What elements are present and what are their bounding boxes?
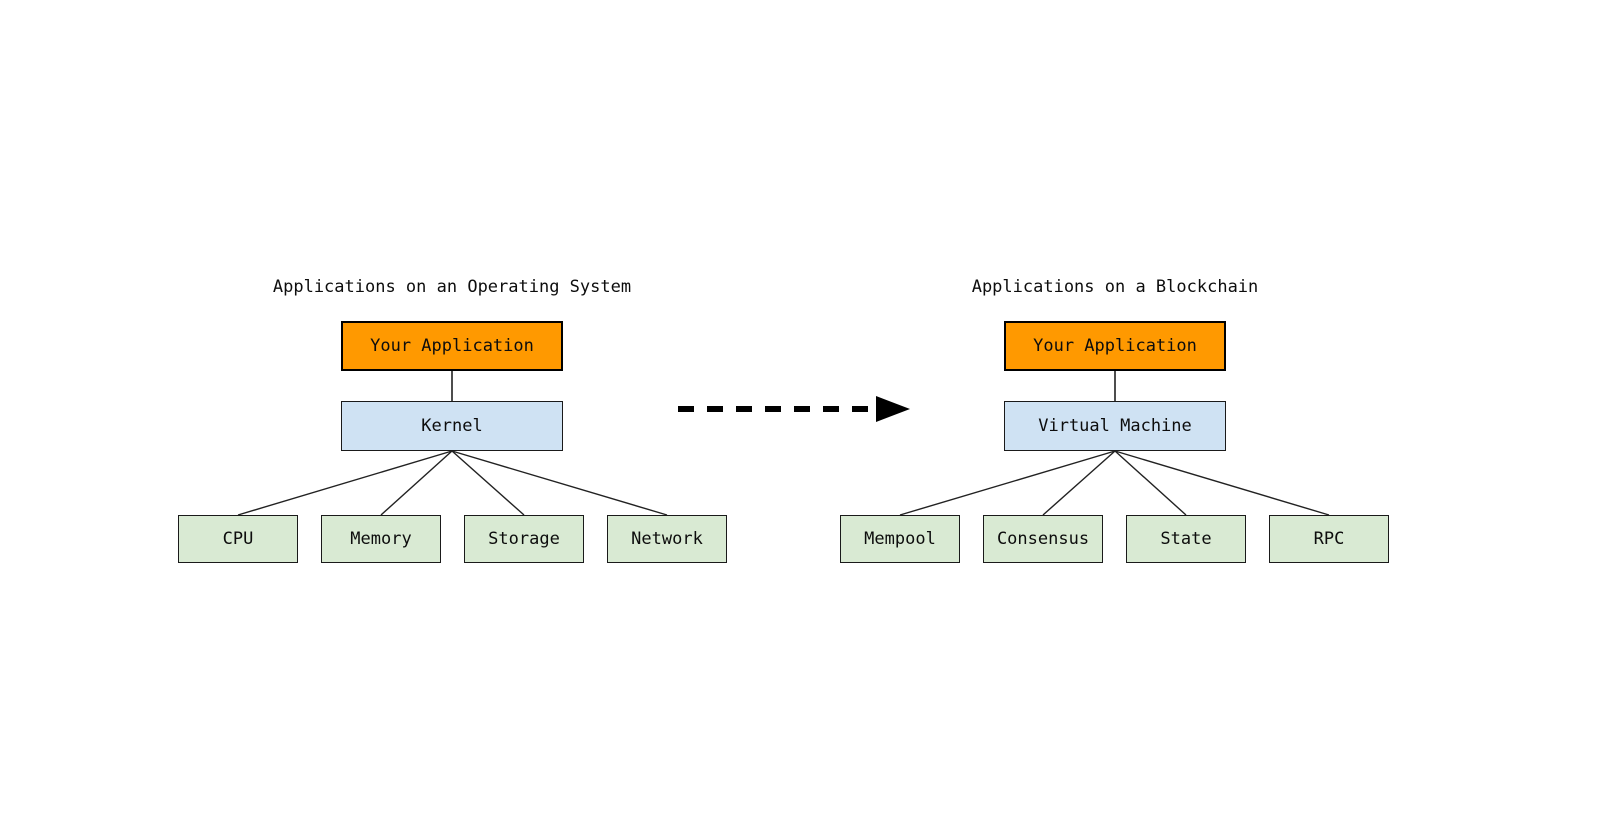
os-diagram-title: Applications on an Operating System: [272, 277, 632, 297]
kernel-box: Kernel: [341, 401, 563, 451]
right-fan-line-mempool: [899, 450, 1116, 516]
virtual-machine-box: Virtual Machine: [1004, 401, 1226, 451]
os-your-application-box: Your Application: [341, 321, 563, 371]
dashed-right-arrow-icon: [678, 396, 910, 422]
component-box-storage: Storage: [464, 515, 584, 563]
right-fan-line-consensus: [1042, 450, 1116, 516]
component-box-consensus: Consensus: [983, 515, 1103, 563]
left-fan-line-network: [451, 450, 668, 516]
blockchain-diagram-title: Applications on a Blockchain: [971, 277, 1259, 297]
left-fan-line-cpu: [237, 450, 453, 516]
component-box-rpc: RPC: [1269, 515, 1389, 563]
component-box-cpu: CPU: [178, 515, 298, 563]
component-box-network: Network: [607, 515, 727, 563]
right-fan-line-state: [1114, 450, 1187, 516]
component-box-state: State: [1126, 515, 1246, 563]
right-fan-line-rpc: [1114, 450, 1330, 516]
component-box-memory: Memory: [321, 515, 441, 563]
left-fan-line-memory: [380, 450, 453, 516]
component-box-mempool: Mempool: [840, 515, 960, 563]
blockchain-your-application-box: Your Application: [1004, 321, 1226, 371]
left-fan-line-storage: [451, 450, 525, 516]
